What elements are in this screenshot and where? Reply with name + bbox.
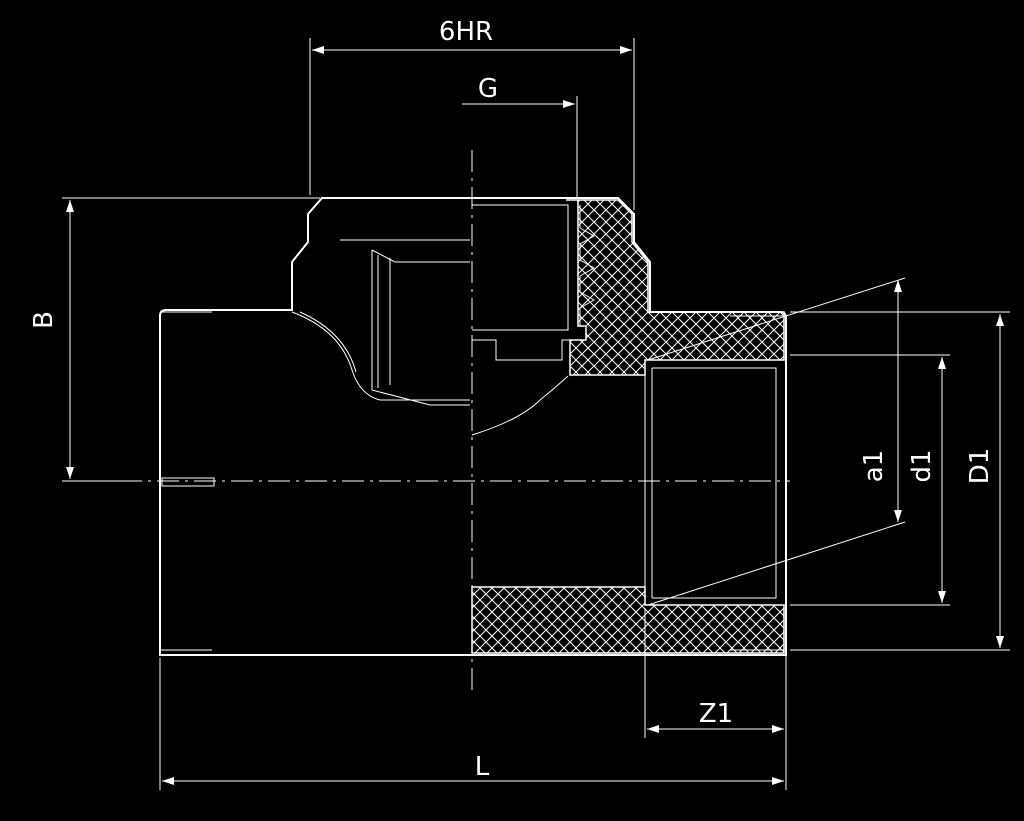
run-socket — [160, 311, 784, 651]
dim-label-d1: d1 — [907, 449, 937, 482]
branch-thread-view — [291, 239, 470, 406]
dim-label-a1: a1 — [859, 450, 889, 482]
hatched-sections — [471, 199, 785, 654]
dim-label-b: B — [29, 311, 59, 329]
dim-label-z1: Z1 — [699, 699, 733, 729]
dim-label-6hr: 6HR — [439, 17, 493, 47]
dimension-lines — [66, 46, 1004, 785]
dim-label-g: G — [478, 74, 498, 104]
centre-lines — [120, 150, 790, 690]
dim-label-D1: D1 — [965, 448, 995, 485]
branch-thread-section — [471, 204, 596, 436]
extension-lines — [62, 38, 1010, 790]
dim-label-l: L — [475, 752, 490, 782]
